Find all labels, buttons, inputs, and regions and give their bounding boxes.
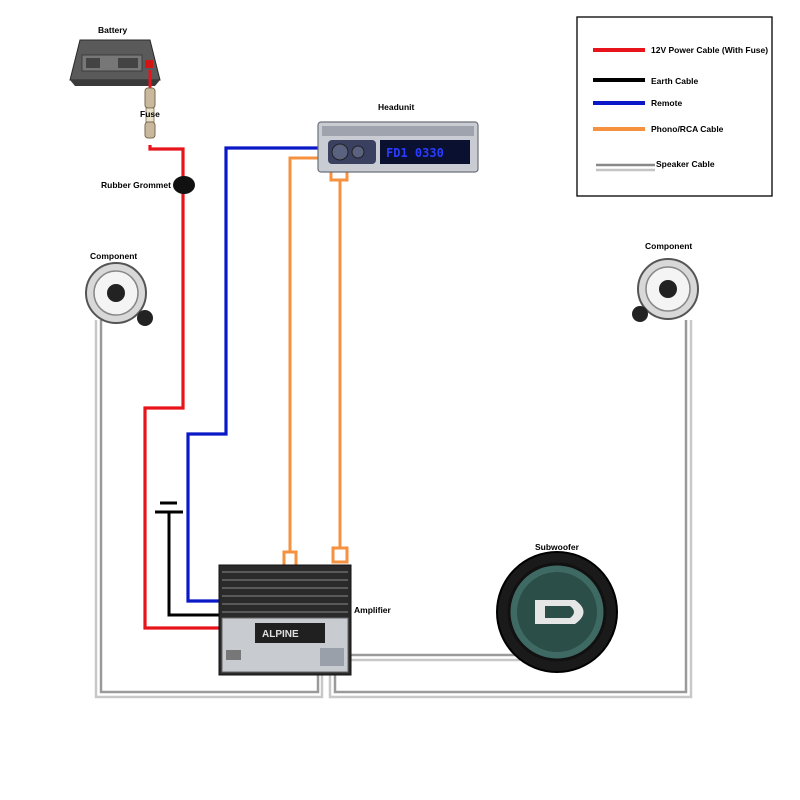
legend-label-rca: Phono/RCA Cable	[651, 124, 724, 134]
subwoofer-icon	[496, 551, 618, 673]
speaker-cables	[94, 320, 693, 699]
earth-cable	[155, 501, 222, 617]
fuse-label: Fuse	[140, 109, 160, 119]
rubber-grommet-icon	[173, 176, 195, 194]
rubber-grommet-label: Rubber Grommet	[101, 180, 171, 190]
legend: 12V Power Cable (With Fuse) Earth Cable …	[576, 16, 773, 197]
headunit-label: Headunit	[378, 102, 415, 112]
amplifier-label: Amplifier	[354, 605, 392, 615]
headunit-icon: FD1 0330	[317, 121, 479, 173]
battery-icon	[69, 39, 161, 86]
amplifier-icon: ALPINE	[218, 564, 352, 676]
component-left-label: Component	[90, 251, 137, 261]
component-right-label: Component	[645, 241, 692, 251]
amplifier-brand: ALPINE	[262, 629, 299, 640]
legend-label-earth: Earth Cable	[651, 76, 699, 86]
fuse-icon	[144, 70, 156, 139]
component-left-icon	[85, 262, 153, 326]
component-right-icon	[632, 258, 699, 322]
legend-swatch-speaker	[596, 163, 655, 172]
remote-cable	[186, 146, 318, 603]
battery-label: Battery	[98, 25, 128, 35]
rca-cable	[282, 156, 349, 568]
legend-label-remote: Remote	[651, 98, 682, 108]
headunit-display: FD1 0330	[386, 146, 444, 160]
subwoofer-label: Subwoofer	[535, 542, 580, 552]
legend-label-speaker: Speaker Cable	[656, 159, 715, 169]
power-cable	[143, 145, 222, 630]
legend-label-power: 12V Power Cable (With Fuse)	[651, 45, 768, 55]
